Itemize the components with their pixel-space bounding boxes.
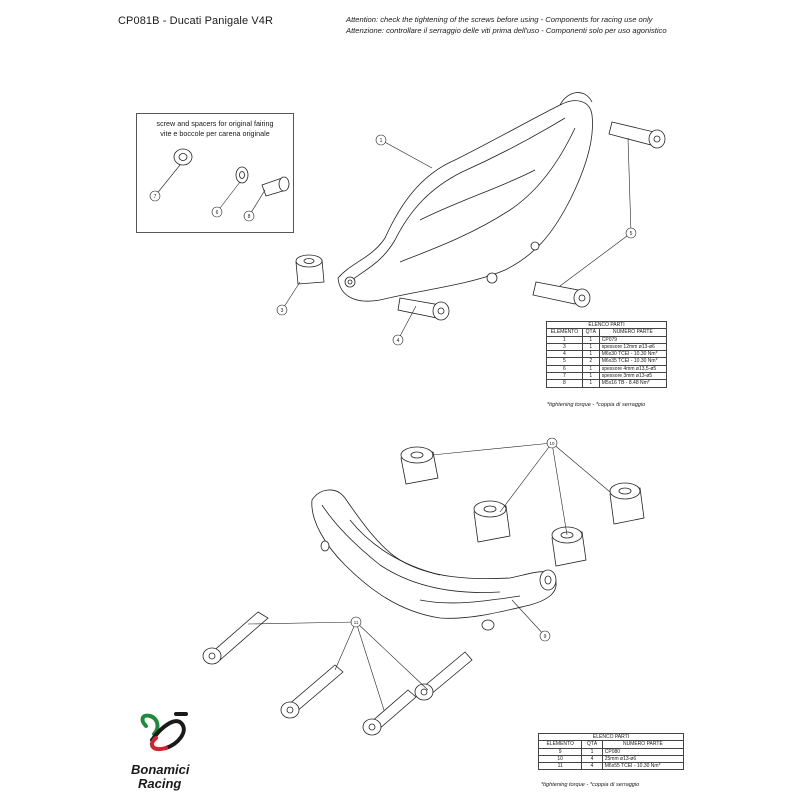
svg-text:8: 8 [248, 214, 251, 220]
svg-text:10: 10 [550, 441, 555, 446]
warning-note-english: Attention: check the tightening of the s… [346, 15, 653, 24]
svg-text:6: 6 [216, 210, 219, 216]
svg-text:5: 5 [630, 231, 633, 237]
fairing-hardware-inset: screw and spacers for original fairing v… [136, 113, 294, 233]
screw-11c-drawing [362, 689, 417, 736]
col-part-number: NUMERO PARTE [598, 328, 668, 337]
spacer-10c-drawing [551, 526, 587, 567]
callout-5: 5 [625, 227, 637, 239]
callout-4: 4 [392, 334, 404, 346]
col-element: ELEMENTO [537, 740, 583, 749]
logo-text-line2: Racing [138, 776, 182, 791]
svg-text:7: 7 [154, 194, 157, 200]
screw-11d-drawing [414, 651, 473, 701]
cover-1-drawing [337, 92, 593, 302]
callout-1: 1 [375, 134, 387, 146]
callout-3: 3 [276, 304, 288, 316]
callout-10: 10 [546, 437, 558, 449]
svg-text:4: 4 [397, 338, 400, 344]
document-title: CP081B - Ducati Panigale V4R [118, 15, 274, 27]
col-qty: QTÀ [581, 740, 603, 749]
spacer-10a-drawing [400, 446, 439, 485]
callout-11: 11 [350, 616, 362, 628]
screw-11a-drawing [202, 611, 269, 665]
logo-text-line1: Bonamici [131, 762, 190, 777]
spacer-10b-drawing [473, 500, 511, 543]
inset-caption-english: screw and spacers for original fairing [156, 119, 274, 128]
col-element: ELEMENTO [546, 328, 583, 337]
torque-footnote-1: *tightening torque - *coppia di serraggi… [547, 402, 646, 408]
svg-text:3: 3 [281, 308, 284, 314]
screw-5a-drawing [608, 121, 666, 149]
parts-table-1-title: ELENCO PARTI [546, 320, 667, 330]
callout-9: 9 [539, 630, 551, 642]
screw-8-drawing [261, 176, 290, 197]
screw-11b-drawing [280, 664, 344, 719]
spacer-6-drawing [235, 166, 249, 184]
screw-4-drawing [397, 297, 450, 321]
spacer-7-drawing [173, 148, 193, 166]
callout-7: 7 [149, 190, 161, 202]
col-qty: QTÀ [581, 328, 600, 337]
leader-lines [154, 137, 632, 711]
callout-6: 6 [211, 206, 223, 218]
warning-note-italian: Attenzione: controllare il serraggio del… [346, 26, 667, 35]
col-part-number: NUMERO PARTE [601, 740, 685, 749]
callout-8: 8 [243, 210, 255, 222]
svg-text:9: 9 [544, 634, 547, 640]
parts-list-table-2: ELENCO PARTI ELEMENTO QTÀ NUMERO PARTE 9… [537, 732, 685, 771]
screw-5b-drawing [532, 281, 591, 308]
parts-list-table-1: ELENCO PARTI ELEMENTO QTÀ NUMERO PARTE 1… [546, 320, 668, 388]
parts-table-2-title: ELENCO PARTI [538, 732, 684, 742]
spacer-3-drawing [295, 254, 325, 285]
torque-footnote-2: *tightening torque - *coppia di serraggi… [541, 782, 640, 788]
bonamici-logo-mark [140, 712, 188, 751]
inset-caption-italian: vite e boccole per carena originale [160, 129, 270, 138]
cover-9-drawing [311, 489, 557, 631]
spacer-10d-drawing [609, 482, 645, 525]
svg-text:1: 1 [380, 138, 383, 144]
svg-text:11: 11 [354, 620, 359, 625]
